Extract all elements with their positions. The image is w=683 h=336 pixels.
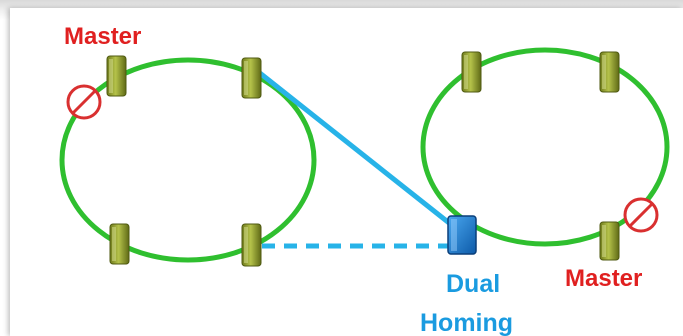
dual-homing-solid-link — [254, 68, 460, 232]
switch-node-icon — [241, 223, 262, 267]
switch-node-icon — [106, 55, 127, 97]
switch-node-icon — [109, 223, 130, 265]
right-ring — [420, 47, 670, 247]
master-label-right: Master — [565, 265, 642, 292]
master-label-left: Master — [64, 23, 141, 50]
left-ring — [59, 57, 317, 263]
dual-homing-node-icon — [447, 215, 477, 255]
dual-homing-label-line2: Homing — [420, 309, 513, 336]
dual-homing-label-line1: Dual — [446, 270, 500, 298]
switch-node-icon — [241, 57, 262, 99]
switch-node-icon — [599, 221, 620, 261]
prohibited-icon — [66, 84, 102, 120]
switch-node-icon — [461, 51, 482, 93]
switch-node-icon — [599, 51, 620, 93]
prohibited-icon — [623, 197, 659, 233]
